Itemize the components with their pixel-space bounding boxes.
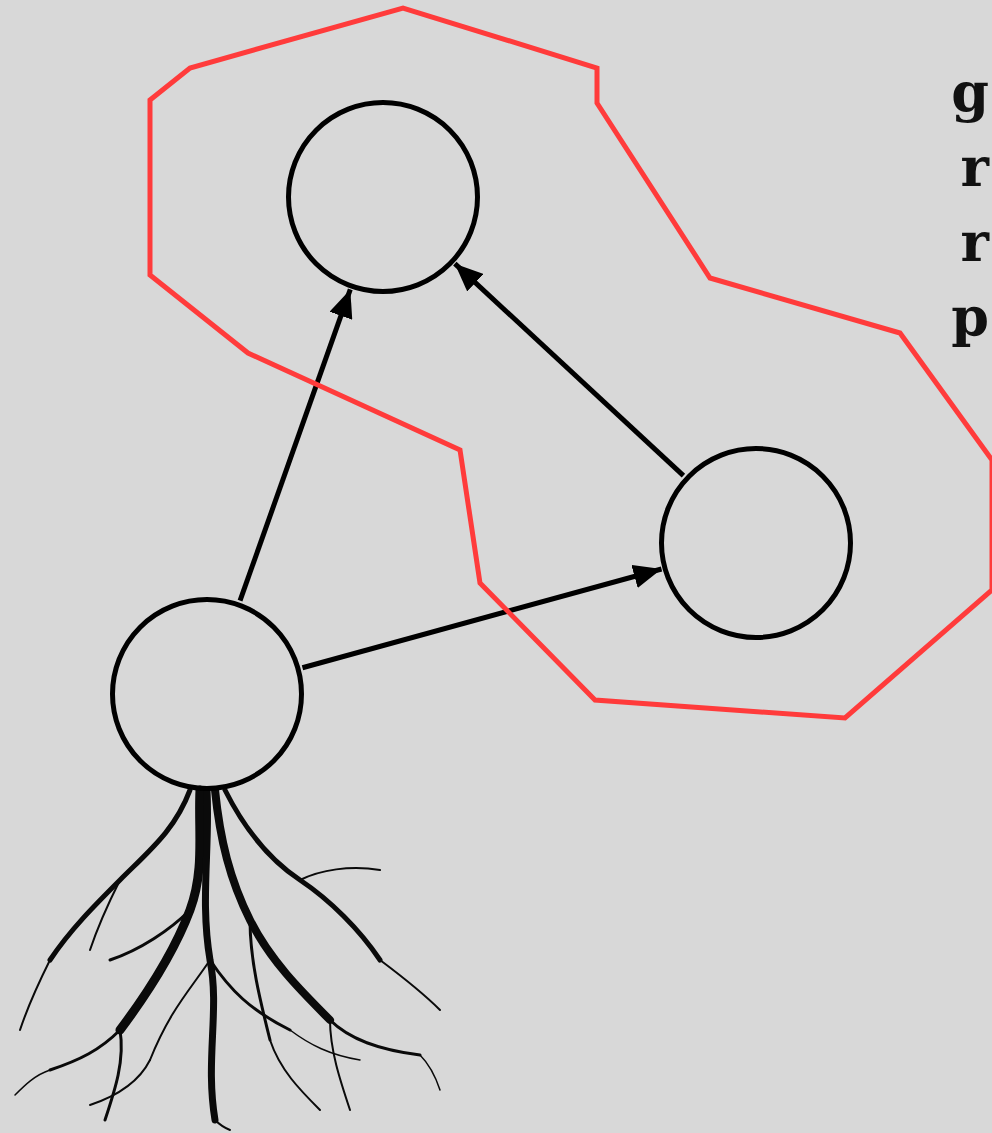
side-text: r bbox=[961, 212, 989, 272]
circle-node bbox=[659, 446, 853, 640]
arrow-connector bbox=[240, 289, 350, 600]
group-outline bbox=[150, 8, 992, 720]
group-outline-shape bbox=[150, 8, 992, 720]
circle-node bbox=[286, 100, 480, 294]
circle-shape bbox=[286, 100, 480, 294]
side-text: g bbox=[951, 62, 989, 122]
circle-shape bbox=[659, 446, 853, 640]
circle-shape bbox=[110, 597, 304, 791]
side-text: r bbox=[961, 137, 989, 197]
arrow-connector bbox=[455, 264, 684, 476]
side-text: p bbox=[951, 287, 989, 347]
circle-node bbox=[110, 597, 304, 791]
